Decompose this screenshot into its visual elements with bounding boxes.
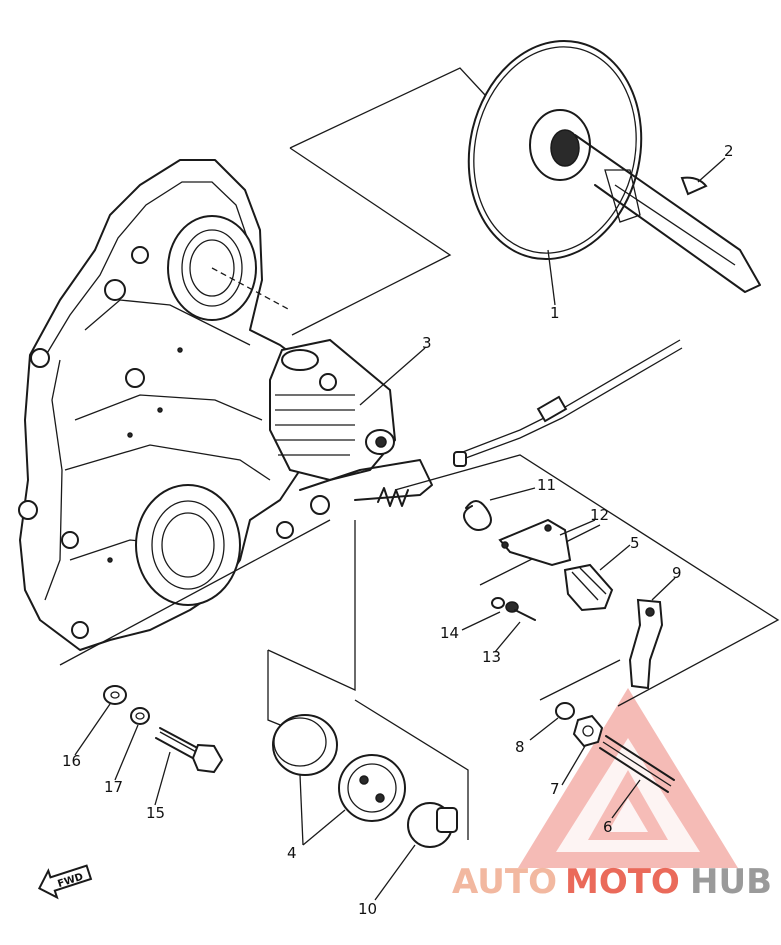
spring-washer [130,707,150,725]
callout-13: 13 [482,648,501,666]
watermark-hub: HUB [690,862,772,902]
fwd-arrow-icon: FWD [37,864,93,900]
return-spring [463,500,492,531]
stud-6 [599,735,675,793]
callout-16: 16 [62,752,81,770]
watermark-logo [518,688,738,868]
callout-12: 12 [590,506,609,524]
bracket-plate [498,518,572,567]
watermark-text: AUTO MOTO HUB [452,862,772,902]
callout-7: 7 [550,780,560,798]
callout-6: 6 [603,818,613,836]
triangle-logo-icon [518,688,738,868]
callout-1: 1 [550,304,560,322]
crankcase-cover [18,159,301,651]
assembly-lines [59,67,780,840]
watermark-moto: MOTO [565,862,680,902]
callout-4: 4 [287,844,297,862]
watermark-auto: AUTO [452,862,557,902]
cover-disc [338,754,406,822]
flat-washer [103,685,127,705]
callout-14: 14 [440,624,459,642]
small-screw [505,601,536,621]
small-washer [491,597,505,609]
brake-cable [453,339,683,467]
callout-5: 5 [630,534,640,552]
nut-7 [572,714,604,748]
hex-bolt [155,727,224,774]
plug-cap [407,802,458,848]
callout-8: 8 [515,738,525,756]
woodruff-key [680,176,708,196]
callout-labels: 1 2 3 4 5 6 7 8 9 10 11 12 13 14 15 16 1… [62,142,734,918]
callout-9: 9 [672,564,682,582]
brake-lever [628,598,664,690]
callout-11: 11 [537,476,556,494]
rubber-boot [563,563,614,612]
cover-cap [272,714,338,776]
callout-10: 10 [358,900,377,918]
callout-15: 15 [146,804,165,822]
callout-17: 17 [104,778,123,796]
washer-8 [555,702,575,720]
brake-caliper [269,338,433,515]
callout-3: 3 [422,334,432,352]
leader-lines [74,157,726,901]
primary-sheave [467,39,761,293]
callout-2: 2 [724,142,734,160]
